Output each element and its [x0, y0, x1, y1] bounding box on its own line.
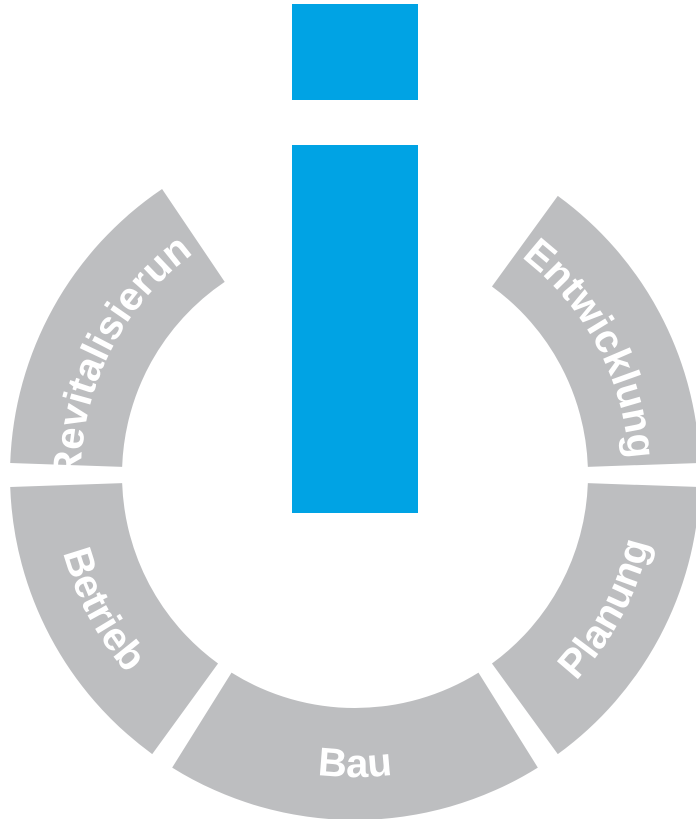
segment-betrieb — [10, 483, 219, 755]
segment-planung — [491, 483, 696, 755]
segment-entwicklung — [491, 195, 696, 467]
segment-revitalisierung — [10, 188, 225, 467]
info-logo-dot — [292, 4, 418, 100]
info-logo-stem — [292, 145, 418, 513]
segment-bau — [172, 672, 538, 819]
segment-bau-label: Bau — [317, 740, 394, 786]
